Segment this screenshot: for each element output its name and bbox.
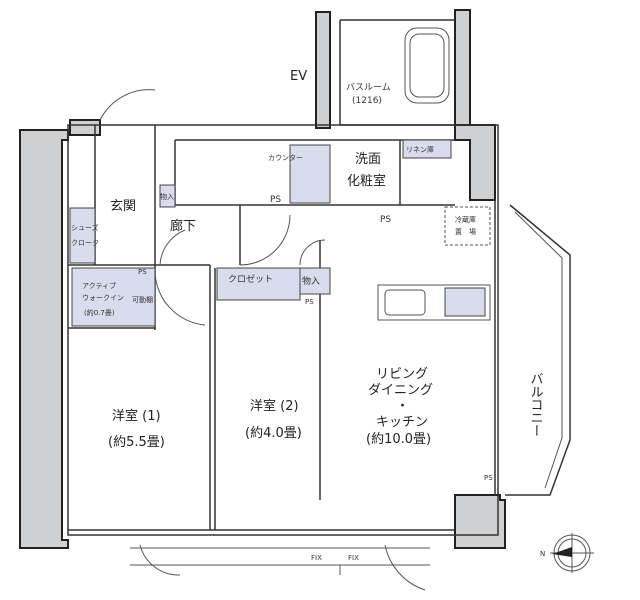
storage-label-room2: 物入 xyxy=(302,275,320,287)
room1-name: 洋室 (1) xyxy=(112,408,161,424)
ps-label-room2: PS xyxy=(305,298,314,306)
bathtub xyxy=(404,27,450,104)
washroom-label-2: 化粧室 xyxy=(347,173,386,189)
fridge-label-2: 置 場 xyxy=(455,227,476,236)
shoes-cloak-label: シューズ xyxy=(71,223,99,232)
walk-in-size: (約0.7畳) xyxy=(84,308,115,317)
shoes-cloak xyxy=(69,207,96,264)
ldk-size: (約10.0畳) xyxy=(366,432,431,447)
room1-size: (約5.5畳) xyxy=(108,435,165,450)
fridge-space xyxy=(444,206,491,246)
bathroom-size: (1216) xyxy=(352,96,382,106)
fix-label-2: FIX xyxy=(348,554,359,562)
ps-label-ldk: PS xyxy=(484,474,493,482)
entrance-label: 玄関 xyxy=(110,199,136,214)
linen-closet xyxy=(402,139,452,159)
compass-north-label: N xyxy=(540,550,545,558)
hallway-label: 廊下 xyxy=(170,218,196,234)
washroom-label: 洗面 xyxy=(355,152,381,167)
kitchen-counter xyxy=(377,284,491,321)
linen-label: リネン庫 xyxy=(406,145,434,154)
fridge-label: 冷蔵庫 xyxy=(455,215,476,224)
balcony-rail xyxy=(514,211,563,489)
washroom-sink xyxy=(289,144,331,204)
storage-hall xyxy=(159,184,176,208)
storage-label-hall: 物入 xyxy=(160,192,174,201)
ev-label: EV xyxy=(290,69,307,84)
counter-label: カウンター xyxy=(268,153,303,162)
ps-label-wash: PS xyxy=(380,215,391,225)
ps-label-walkin: PS xyxy=(138,268,147,276)
ldk-label-4: キッチン xyxy=(376,415,428,430)
bathroom-label: バスルーム xyxy=(346,82,391,93)
room2-size: (約4.0畳) xyxy=(245,426,302,441)
fix-label-1: FIX xyxy=(311,554,322,562)
closet xyxy=(216,267,301,301)
ldk-label-3: ・ xyxy=(396,399,409,414)
compass-icon: N xyxy=(540,533,594,573)
storage-room2 xyxy=(299,267,331,295)
ldk-label-2: ダイニング xyxy=(368,383,433,398)
balcony-outline xyxy=(505,204,571,496)
ldk-label-1: リビング xyxy=(376,367,428,382)
bathtub-inner xyxy=(409,33,445,98)
walk-in-closet xyxy=(71,267,156,327)
movable-shelf-label: 可動棚 xyxy=(132,295,153,304)
balcony-label: バルコニー xyxy=(528,372,544,437)
room2-name: 洋室 (2) xyxy=(250,398,299,414)
shoes-cloak-label-2: クローク xyxy=(71,239,99,247)
walk-in-label-2: ウォークイン xyxy=(82,294,124,302)
stove xyxy=(444,287,486,317)
walk-in-label: アクティブ xyxy=(82,281,116,290)
door-swings xyxy=(99,89,430,591)
ps-label-toilet: PS xyxy=(270,195,281,205)
closet-label: クロゼット xyxy=(228,273,273,285)
kitchen-sink xyxy=(384,289,426,316)
